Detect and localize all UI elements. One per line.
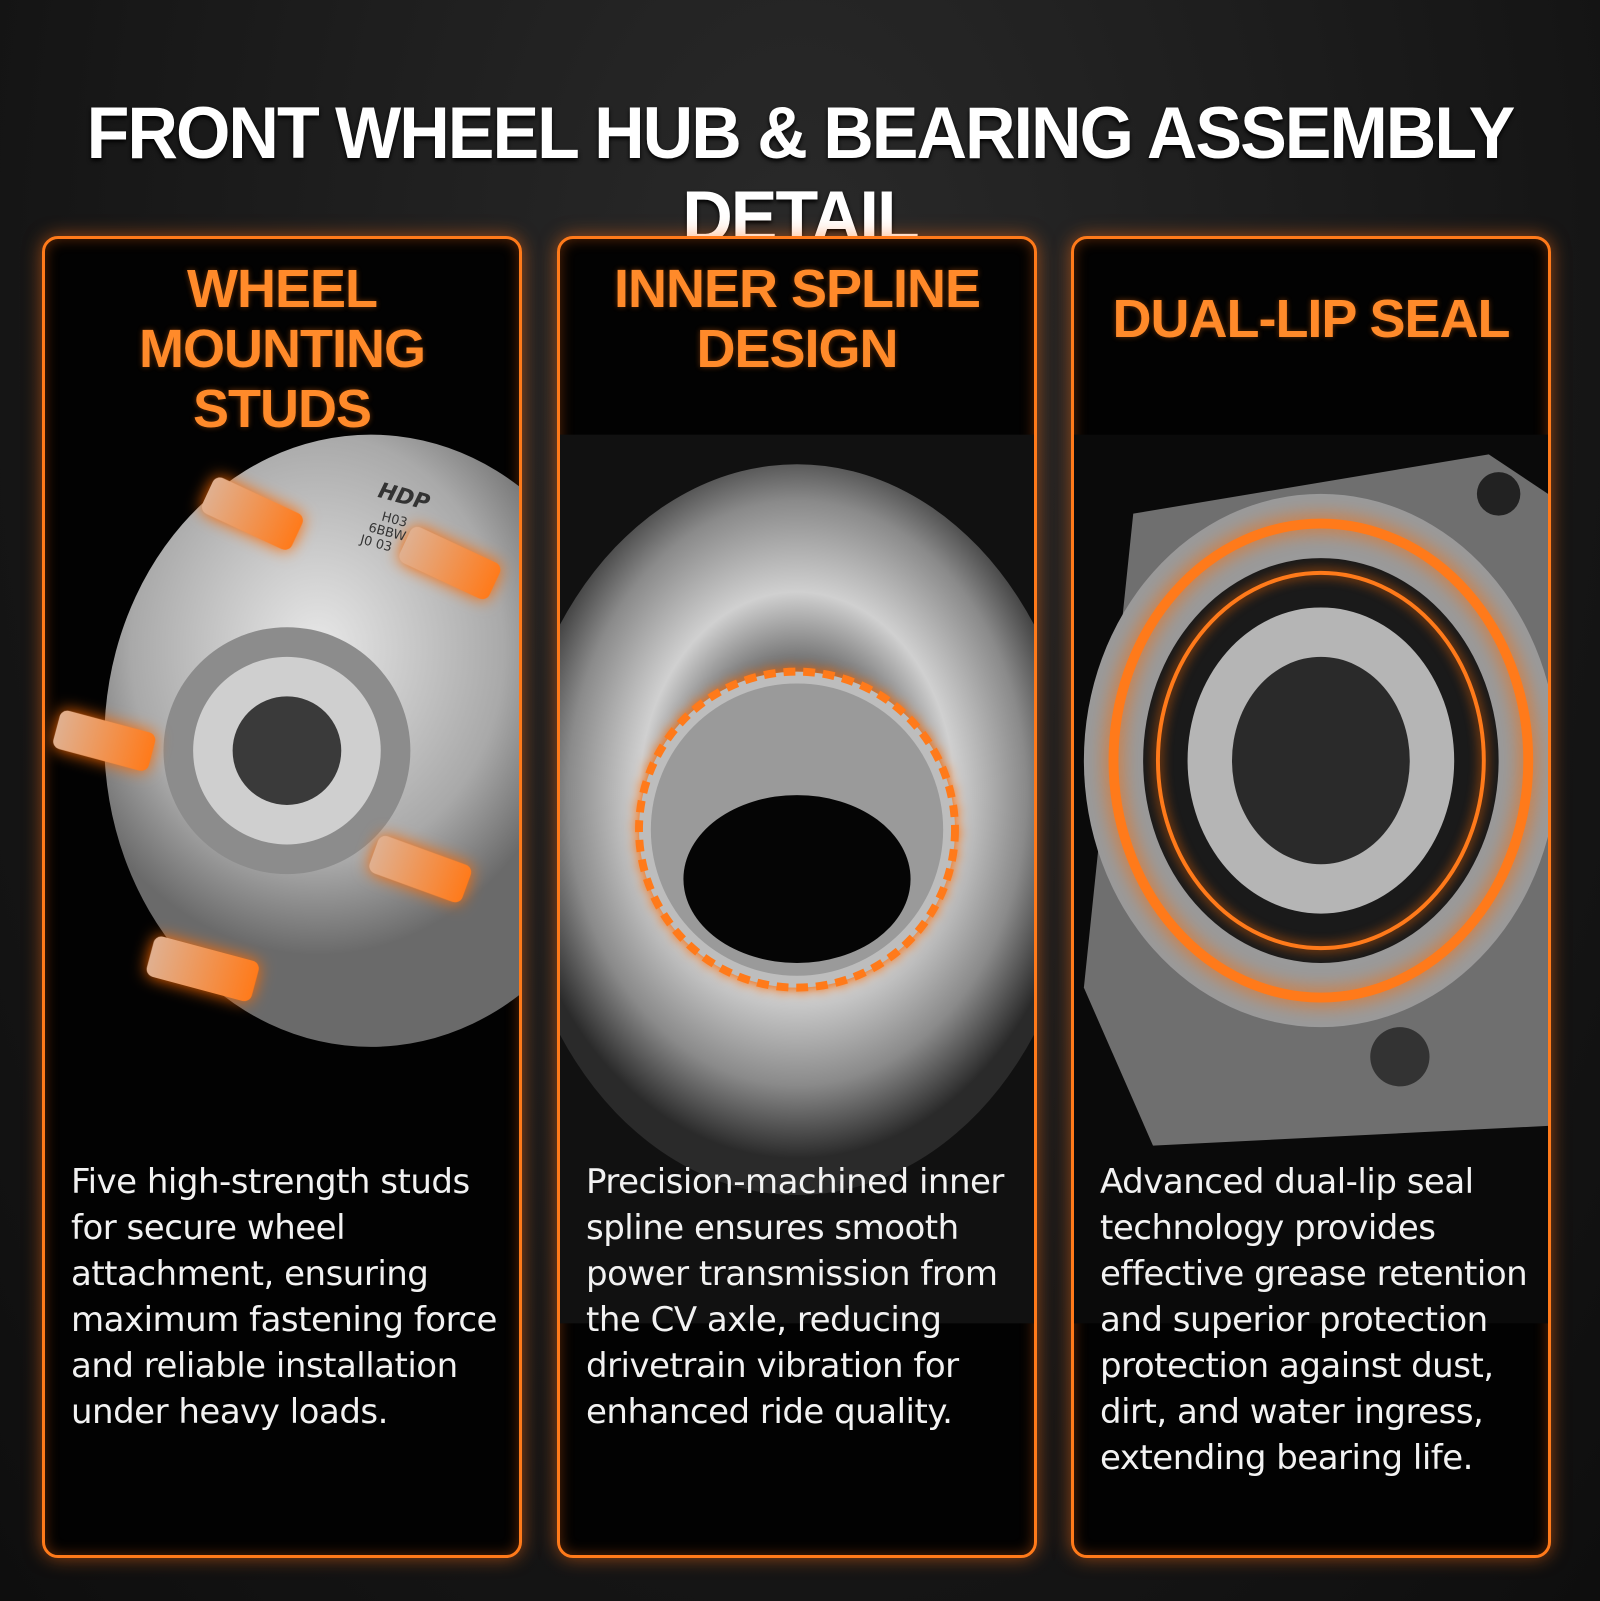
heading-line: WHEEL MOUNTING <box>139 259 426 379</box>
panel-description: Precision-machined inner spline ensures … <box>586 1162 1004 1432</box>
panel-description: Five high-strength studs for secure whee… <box>71 1162 497 1432</box>
panel-description: Advanced dual-lip seal technology provid… <box>1100 1162 1528 1478</box>
heading-line: DESIGN <box>696 319 898 379</box>
svg-text:H03: H03 <box>380 510 409 531</box>
heading-line: INNER SPLINE <box>613 259 981 319</box>
panel-heading: DUAL-LIP SEAL <box>1074 289 1548 349</box>
heading-line: STUDS <box>192 379 372 439</box>
page-title: FRONT WHEEL HUB & BEARING ASSEMBLY DETAI… <box>86 92 1516 258</box>
heading-line: DUAL-LIP SEAL <box>1112 289 1510 349</box>
inner-spline-illustration <box>560 434 1034 1324</box>
stud-icon <box>53 477 501 1002</box>
panel-dual-lip-seal: DUAL-LIP SEAL Advanced dual-lip seal tec… <box>1071 236 1551 1558</box>
hub-studs-illustration: HDP H03 6BBW J0 03 <box>53 434 519 1047</box>
dual-lip-seal-illustration <box>1074 434 1548 1324</box>
hub-stamp: HDP H03 6BBW J0 03 <box>357 478 432 555</box>
